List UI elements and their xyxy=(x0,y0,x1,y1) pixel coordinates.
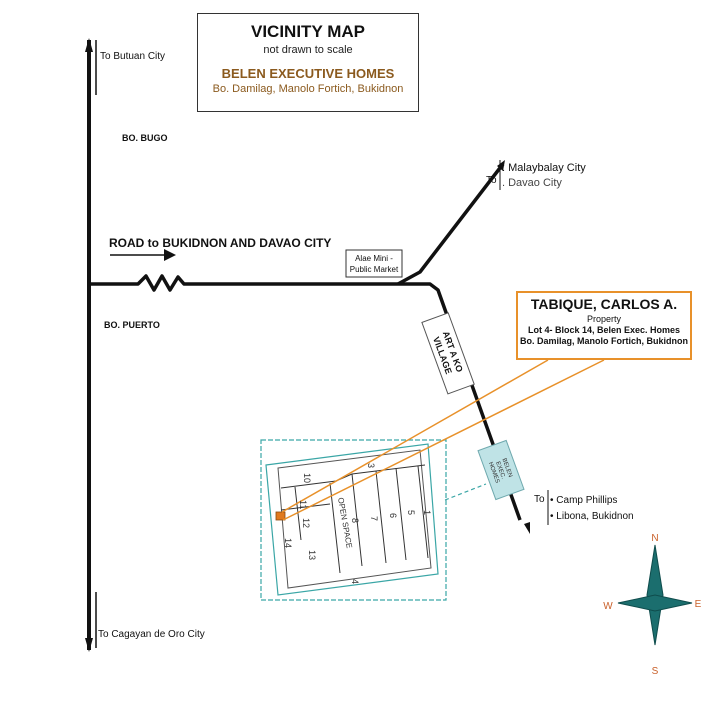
block-divider-5 xyxy=(329,482,341,574)
block-6: 6 xyxy=(388,513,398,518)
block-3: 3 xyxy=(366,463,376,468)
market-box xyxy=(345,249,403,278)
label-camp-phillips: • Camp Phillips xyxy=(550,495,617,506)
market-label-2: Public Market xyxy=(350,265,399,274)
block-divider-3 xyxy=(395,467,407,561)
inset-frame xyxy=(260,439,447,601)
subdivision-location: Bo. Damilag, Manolo Fortich, Bukidnon xyxy=(212,83,404,95)
block-4: 4 xyxy=(350,579,360,584)
label-to-butuan: To Butuan City xyxy=(100,51,165,62)
arrow-camp-phillips-icon xyxy=(524,522,530,534)
label-bo-bugo: BO. BUGO xyxy=(122,133,168,143)
label-bo-puerto: BO. PUERTO xyxy=(104,320,160,330)
block-divider-7 xyxy=(280,503,331,511)
market-label-1: Alae Mini - xyxy=(355,254,393,263)
compass-east: E xyxy=(695,599,702,610)
map-subtitle: not drawn to scale xyxy=(263,44,353,56)
property-kind: Property xyxy=(586,314,621,324)
block-10: 10 xyxy=(302,473,312,483)
label-libona: • Libona, Bukidnon xyxy=(550,511,634,522)
property-lot: Lot 4- Block 14, Belen Exec. Homes xyxy=(527,325,681,335)
compass-west: W xyxy=(603,601,613,612)
compass-rose-icon xyxy=(617,544,693,646)
map-title: VICINITY MAP xyxy=(251,22,365,41)
block-8: 8 xyxy=(350,518,360,523)
label-to-malaybalay: To xyxy=(486,175,497,186)
subdivision-road-outer xyxy=(277,449,432,589)
property-address: Bo. Damilag, Manolo Fortich, Bukidnon xyxy=(520,336,688,346)
block-divider-6 xyxy=(294,486,302,541)
compass-north: N xyxy=(651,533,658,544)
label-road: ROAD to BUKIDNON AND DAVAO CITY xyxy=(109,236,331,250)
property-lot-marker xyxy=(275,511,286,521)
leader-line-1 xyxy=(281,359,549,513)
block-1: 1 xyxy=(422,510,432,515)
belen-homes-marker: BELEN EXEC. HOMES xyxy=(477,439,525,501)
label-davao: . Davao City xyxy=(502,177,562,189)
compass-south: S xyxy=(652,666,659,677)
road-to-bukidnon xyxy=(89,274,522,521)
block-5: 5 xyxy=(406,510,416,515)
arrow-north-icon xyxy=(85,38,93,52)
property-owner: TABIQUE, CARLOS A. xyxy=(530,296,678,312)
property-callout: TABIQUE, CARLOS A. Property Lot 4- Block… xyxy=(516,291,692,360)
block-13: 13 xyxy=(307,550,317,560)
label-to-camp: To xyxy=(534,494,545,505)
road-to-malaybalay xyxy=(397,162,505,286)
belen-label-2: EXEC. xyxy=(494,461,506,480)
leader-line-2 xyxy=(282,359,605,521)
block-divider-2 xyxy=(375,470,387,564)
connector-dashed xyxy=(444,483,487,501)
block-divider-1 xyxy=(351,473,363,567)
subdivision-name: BELEN EXECUTIVE HOMES xyxy=(221,66,395,81)
artako-village: ART A KO VILLAGE xyxy=(421,312,475,395)
block-divider-4 xyxy=(417,465,429,559)
arrow-malaybalay-icon xyxy=(497,160,505,171)
arrow-south-icon xyxy=(85,638,93,652)
block-14: 14 xyxy=(283,538,293,548)
label-malaybalay: . Malaybalay City xyxy=(502,162,586,174)
title-box: VICINITY MAP not drawn to scale BELEN EX… xyxy=(197,13,419,112)
subdivision-road-lines xyxy=(280,464,426,489)
subdivision-outline xyxy=(265,443,439,596)
block-12: 12 xyxy=(301,518,311,528)
block-7: 7 xyxy=(369,516,379,521)
label-to-cagayan: To Cagayan de Oro City xyxy=(98,629,205,640)
block-11: 11 xyxy=(298,500,308,509)
